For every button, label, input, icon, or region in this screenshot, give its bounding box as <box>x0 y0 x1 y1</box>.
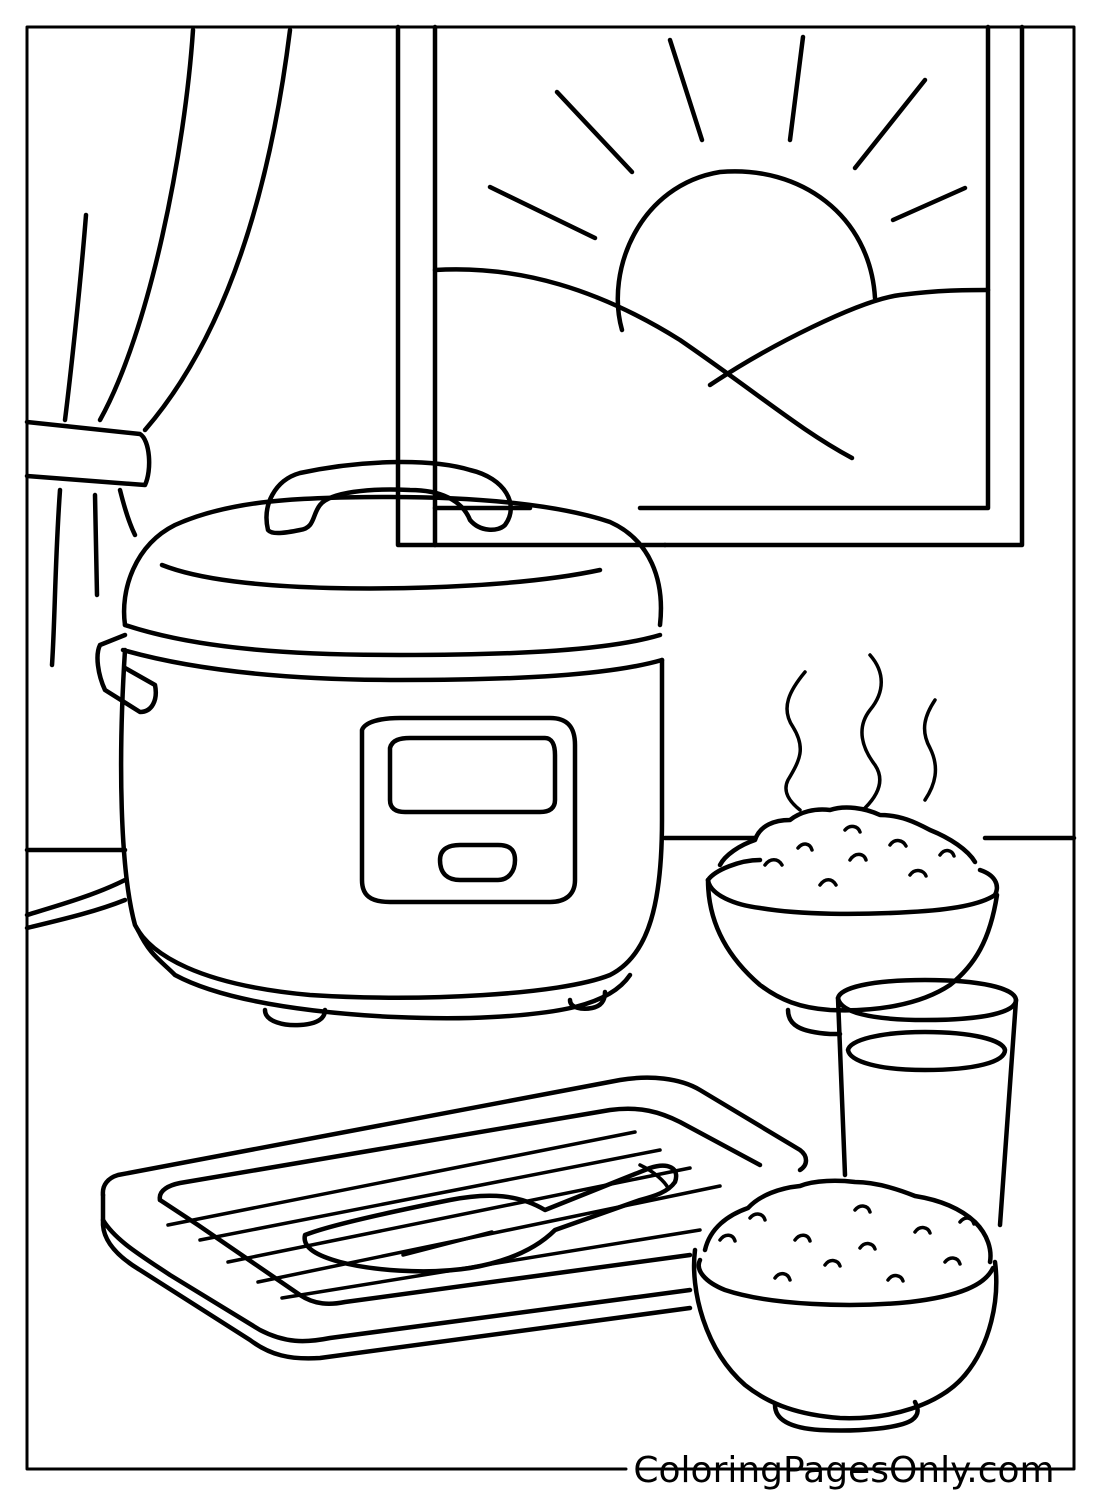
rice-bowl-front-icon <box>691 1178 999 1433</box>
rice-cooker-icon <box>95 459 665 1028</box>
watermark-text: ColoringPagesOnly.com <box>633 1450 1054 1491</box>
steam-icon <box>784 653 938 812</box>
window-icon <box>395 24 1025 548</box>
water-glass-icon <box>835 977 1019 1228</box>
curtain-icon <box>24 27 293 931</box>
table-edge <box>24 835 1077 853</box>
rice-bowl-icon <box>705 805 1000 1037</box>
hills-icon <box>432 267 991 461</box>
page-frame <box>25 25 1076 1471</box>
sun-icon <box>487 34 968 333</box>
rice-paddle-icon <box>302 1163 679 1274</box>
